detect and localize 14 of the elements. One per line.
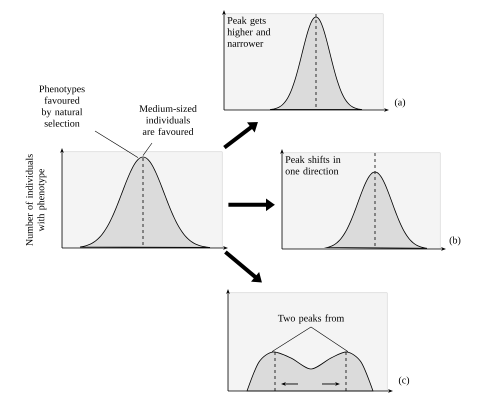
panel-label: (b) bbox=[450, 236, 460, 246]
leader-line bbox=[142, 142, 152, 156]
leader-line bbox=[310, 326, 348, 352]
arrow bbox=[223, 122, 258, 150]
annotation-text: Medium-sized individuals are favoured bbox=[139, 104, 197, 135]
axis-label: Number of individuals with phenotype bbox=[26, 154, 46, 246]
annotation-text: Phenotypes favoured by natural selection bbox=[39, 85, 85, 127]
panel-caption: Peak gets higher and narrower bbox=[227, 16, 270, 47]
panel-label: (c) bbox=[398, 376, 410, 386]
panel-caption: Peak shifts in one direction bbox=[285, 156, 341, 174]
annotation-text: Two peaks from bbox=[278, 314, 344, 324]
leader-line bbox=[272, 326, 312, 352]
panel-label: (a) bbox=[394, 98, 406, 108]
leader-line bbox=[94, 130, 138, 158]
